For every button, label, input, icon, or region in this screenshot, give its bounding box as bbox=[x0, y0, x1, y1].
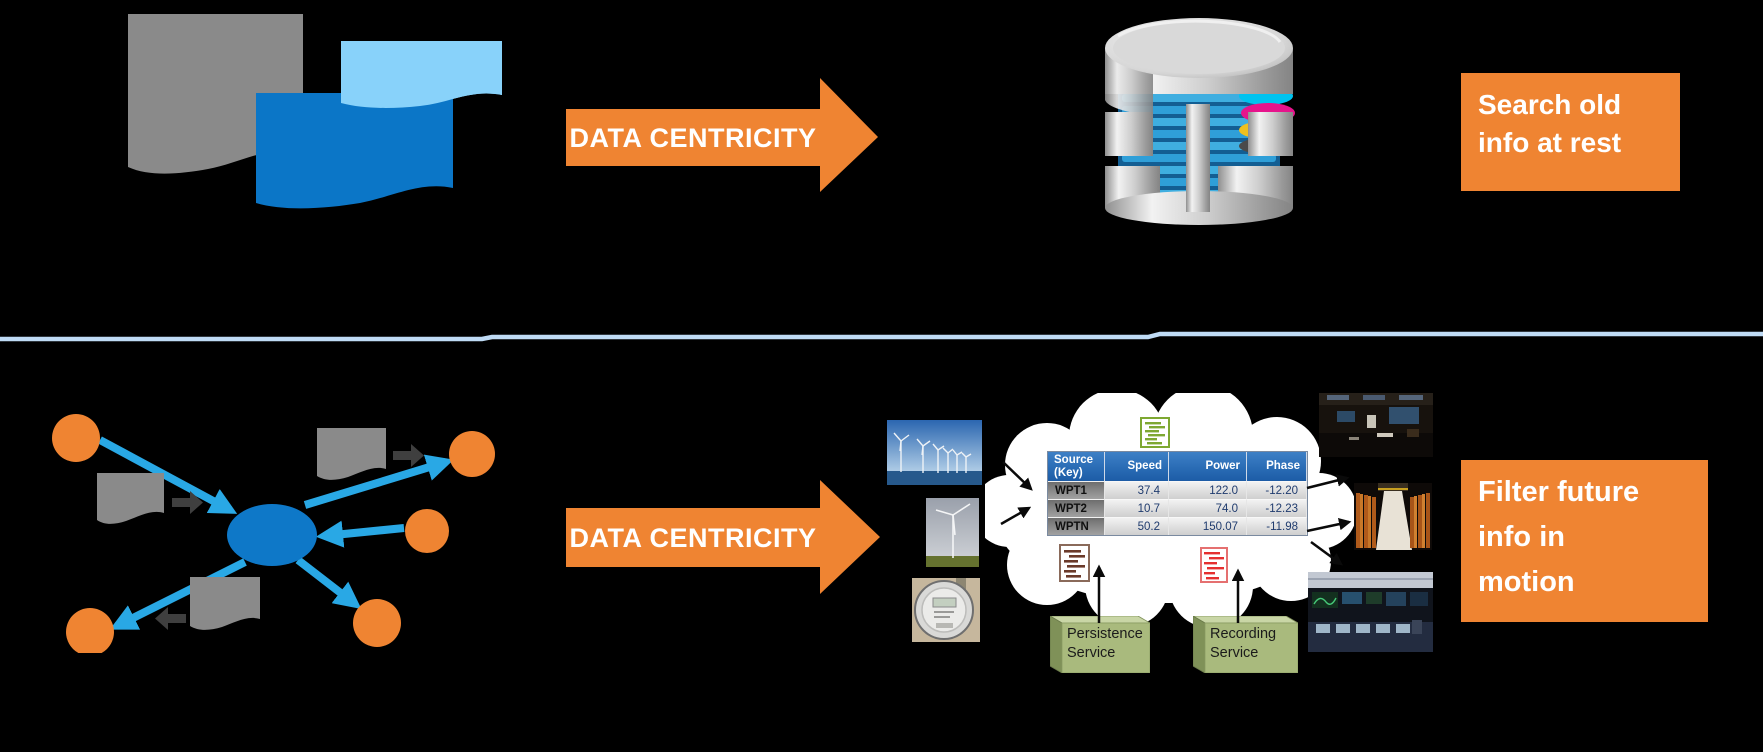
publisher-node-icon bbox=[66, 608, 114, 653]
block-arrow-dark-icon bbox=[155, 607, 186, 630]
block-arrow-dark-icon bbox=[172, 491, 203, 514]
result-line: info at rest bbox=[1478, 127, 1622, 158]
document-flag-lightblue-icon bbox=[341, 41, 502, 108]
result-line: motion bbox=[1478, 566, 1575, 598]
column-header: Power bbox=[1169, 452, 1247, 481]
log-document-brown-icon bbox=[1059, 544, 1090, 582]
cell-value: 10.7 bbox=[1105, 499, 1169, 517]
data-centricity-arrow-bottom: DATA CENTRICITY bbox=[566, 480, 880, 594]
control-room-photo-2 bbox=[1308, 572, 1433, 652]
section-divider-line bbox=[0, 331, 1763, 342]
result-line: Filter future bbox=[1478, 476, 1640, 508]
log-document-red-icon bbox=[1200, 547, 1228, 583]
publisher-node-icon bbox=[353, 599, 401, 647]
table-row: WPT2 10.7 74.0 -12.23 bbox=[1048, 499, 1307, 517]
log-document-green-icon bbox=[1140, 417, 1170, 448]
wind-turbine-photo bbox=[926, 498, 979, 567]
document-flags-group bbox=[128, 14, 502, 209]
control-room-photo-1 bbox=[1319, 393, 1433, 457]
database-icon bbox=[1105, 18, 1295, 225]
turbine-silhouettes bbox=[893, 432, 972, 473]
cell-value: -11.98 bbox=[1247, 517, 1307, 535]
publisher-node-icon bbox=[52, 414, 100, 462]
smart-meter-photo bbox=[912, 578, 980, 642]
publisher-node-icon bbox=[449, 431, 495, 477]
data-centricity-arrow-top: DATA CENTRICITY bbox=[566, 78, 878, 192]
document-flag-gray-icon bbox=[190, 577, 260, 630]
block-arrow-dark-icon bbox=[393, 444, 424, 467]
arrow-label: DATA CENTRICITY bbox=[570, 523, 817, 553]
network-hub-icon bbox=[227, 504, 317, 566]
flow-arrow-blue-icon bbox=[98, 436, 454, 630]
document-flag-blue-icon bbox=[256, 93, 453, 209]
service-label: Recording Service bbox=[1210, 626, 1277, 662]
streaming-data-table: Source (Key) Speed Power Phase WPT1 37.4… bbox=[1047, 451, 1308, 536]
result-box-filter-future: Filter future info in motion bbox=[1461, 460, 1708, 622]
cell-value: 122.0 bbox=[1169, 481, 1247, 499]
result-line: info in bbox=[1478, 521, 1565, 553]
document-flag-gray-icon bbox=[317, 428, 386, 480]
row-key: WPT1 bbox=[1048, 481, 1105, 499]
cell-value: -12.23 bbox=[1247, 499, 1307, 517]
wind-farm-photo bbox=[887, 420, 982, 485]
result-box-search-old: Search old info at rest bbox=[1461, 73, 1680, 191]
server-room-photo bbox=[1354, 483, 1432, 550]
block-arrow-orange-icon bbox=[566, 78, 878, 192]
cell-value: 74.0 bbox=[1169, 499, 1247, 517]
column-header: Speed bbox=[1105, 452, 1169, 481]
table-header-row: Source (Key) Speed Power Phase bbox=[1048, 452, 1307, 481]
database-shell bbox=[1105, 18, 1293, 225]
cell-value: -12.20 bbox=[1247, 481, 1307, 499]
publisher-node-icon bbox=[405, 509, 449, 553]
table-row: WPTN 50.2 150.07 -11.98 bbox=[1048, 517, 1307, 535]
service-label: Persistence Service bbox=[1067, 626, 1143, 662]
row-key: WPTN bbox=[1048, 517, 1105, 535]
turbine-silhouette bbox=[935, 503, 971, 558]
column-header: Phase bbox=[1247, 452, 1307, 481]
row-key: WPT2 bbox=[1048, 499, 1105, 517]
pubsub-network-diagram bbox=[52, 414, 495, 653]
cell-value: 50.2 bbox=[1105, 517, 1169, 535]
column-header: Source (Key) bbox=[1048, 452, 1105, 481]
arrow-label: DATA CENTRICITY bbox=[570, 123, 817, 153]
cell-value: 37.4 bbox=[1105, 481, 1169, 499]
result-line: Search old bbox=[1478, 89, 1622, 120]
recording-service-box: Recording Service bbox=[1191, 615, 1300, 674]
document-flag-gray-icon bbox=[97, 473, 164, 524]
cell-value: 150.07 bbox=[1169, 517, 1247, 535]
block-arrow-orange-icon bbox=[566, 480, 880, 594]
table-row: WPT1 37.4 122.0 -12.20 bbox=[1048, 481, 1307, 499]
persistence-service-box: Persistence Service bbox=[1048, 615, 1152, 674]
